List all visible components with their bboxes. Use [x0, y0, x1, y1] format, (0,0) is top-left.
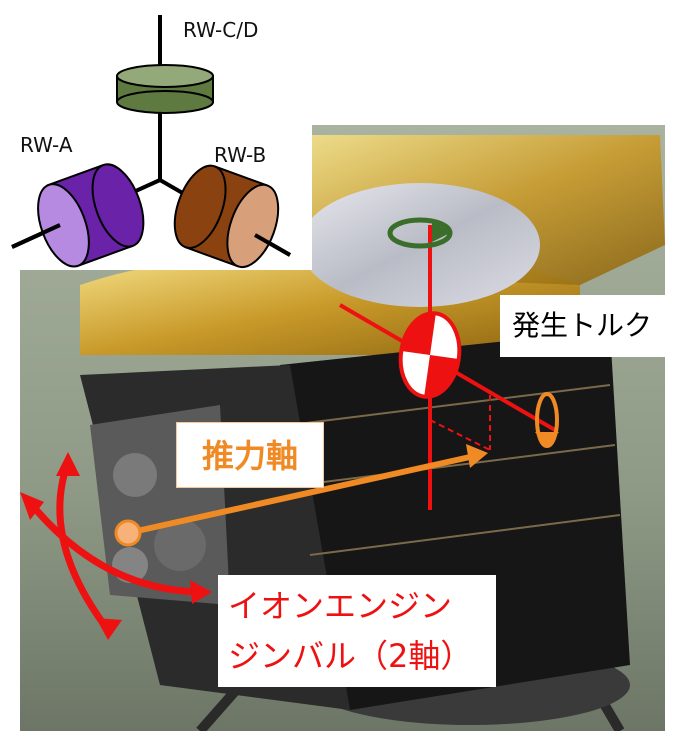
rw-a-label: RW-A — [20, 133, 73, 157]
thrust-axis-arrow — [114, 444, 488, 547]
gimbal-label-line2: ジンバル（2軸） — [228, 637, 473, 675]
center-of-mass-icon — [398, 311, 462, 399]
rw-b-wheel — [173, 164, 280, 269]
gimbal-arrows-icon — [25, 460, 201, 633]
gimbal-label-line1: イオンエンジン — [228, 587, 453, 625]
torque-rotation-icon — [387, 217, 453, 249]
thrust-axis-label: 推力軸 — [176, 422, 324, 488]
rw-b-label: RW-B — [214, 143, 267, 167]
rw-cd-label: RW-C/D — [183, 18, 259, 42]
torque-label: 発生トルク — [500, 295, 687, 357]
rw-a-wheel — [37, 163, 145, 268]
gimbal-label: イオンエンジン ジンバル（2軸） — [218, 575, 496, 687]
thrust-rotation-icon — [535, 392, 559, 448]
rw-cd-wheel — [116, 64, 214, 114]
